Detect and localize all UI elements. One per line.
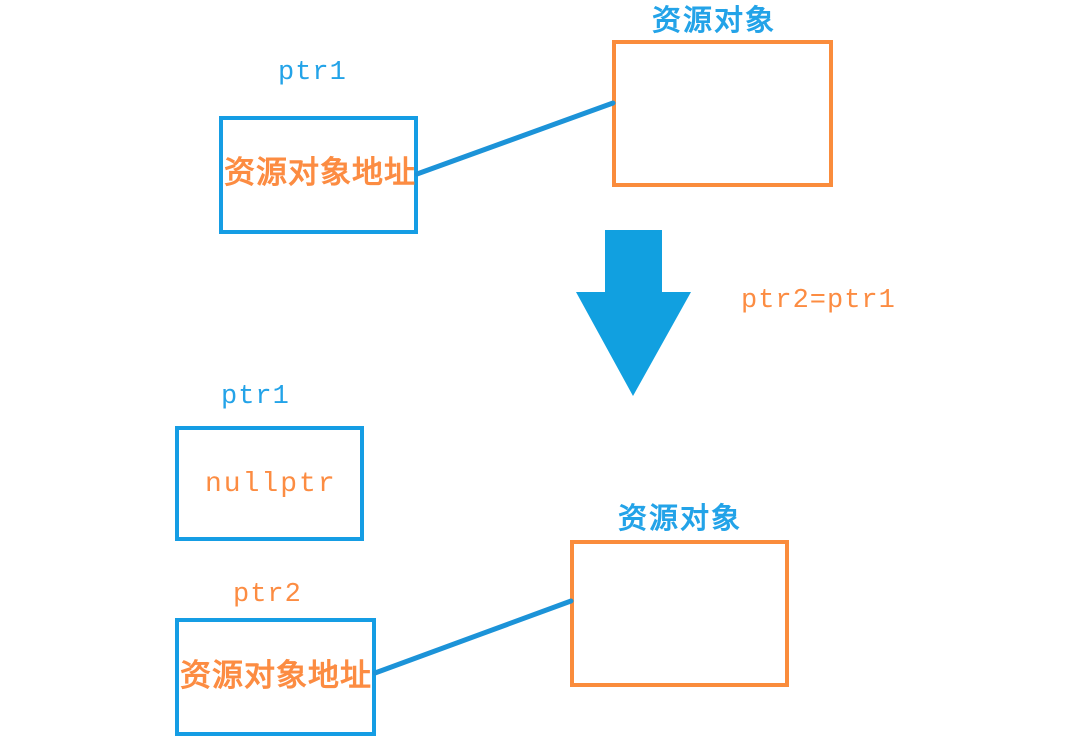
- ptr1-label-bottom: ptr1: [221, 382, 290, 412]
- operation-label: ptr2=ptr1: [741, 286, 896, 316]
- resource-object-label-bottom: 资源对象: [618, 501, 743, 535]
- ptr1-box-bottom[interactable]: [175, 426, 364, 541]
- ptr2-label-bottom: ptr2: [233, 580, 302, 610]
- down-arrow-icon: [576, 230, 691, 396]
- ptr2-value-bottom: 资源对象地址: [180, 658, 372, 694]
- resource-object-box-top[interactable]: [612, 40, 833, 187]
- connector-line-top: [414, 100, 616, 177]
- connector-line-bottom: [372, 598, 574, 676]
- resource-object-box-bottom[interactable]: [570, 540, 789, 687]
- ptr1-value-top: 资源对象地址: [224, 155, 416, 191]
- ptr1-value-bottom: nullptr: [205, 469, 337, 500]
- ptr2-box-bottom[interactable]: [175, 618, 376, 736]
- resource-object-label-top: 资源对象: [652, 3, 777, 37]
- ptr1-label-top: ptr1: [278, 58, 347, 88]
